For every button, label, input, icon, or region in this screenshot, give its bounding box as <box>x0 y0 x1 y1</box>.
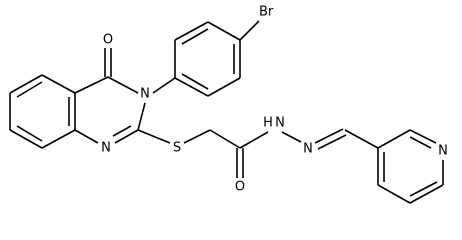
amide-oxygen-label: O <box>235 180 245 195</box>
bond-lines <box>9 20 444 204</box>
pyridine-nitrogen-label: N <box>438 144 448 159</box>
bond <box>16 125 43 142</box>
bond <box>152 77 176 94</box>
bond <box>41 74 76 94</box>
bond <box>317 134 347 150</box>
hydrazide-hydrogen-label: H <box>263 116 273 131</box>
bond <box>209 129 241 149</box>
bond <box>239 131 269 149</box>
bond <box>9 74 43 94</box>
bond <box>239 20 260 41</box>
bond <box>377 184 411 204</box>
thioether-sulfur-label: S <box>173 141 181 156</box>
bond <box>207 77 241 97</box>
bond <box>9 129 43 149</box>
bond <box>377 129 411 149</box>
chemical-structure-diagram: Br O N N S O H N N N <box>9 5 448 204</box>
bond <box>409 129 437 144</box>
bond <box>74 129 99 144</box>
bond <box>281 131 302 143</box>
hydrazide-nitrogen-label: N <box>275 116 285 131</box>
bond <box>207 21 241 41</box>
bromine-label: Br <box>259 5 274 20</box>
carbonyl-oxygen-label: O <box>103 33 113 48</box>
bond <box>314 128 344 144</box>
bond <box>107 76 139 94</box>
bond <box>16 81 43 98</box>
bond <box>112 125 132 137</box>
bond <box>183 129 211 144</box>
ring-nitrogen-1-label: N <box>101 141 111 156</box>
bond <box>74 76 109 94</box>
bond <box>409 136 432 149</box>
ring-nitrogen-3-label: N <box>140 87 150 102</box>
bond <box>344 129 379 149</box>
bond <box>174 77 209 97</box>
bond <box>114 129 139 144</box>
bond <box>41 129 76 149</box>
bond <box>409 181 438 197</box>
bond <box>181 28 209 45</box>
atom-labels: Br O N N S O H N N N <box>101 5 448 195</box>
bond <box>409 184 444 204</box>
bond <box>181 73 209 90</box>
bond <box>174 21 209 41</box>
imine-nitrogen-label: N <box>303 142 313 157</box>
bond <box>137 129 171 144</box>
bond <box>137 102 146 131</box>
